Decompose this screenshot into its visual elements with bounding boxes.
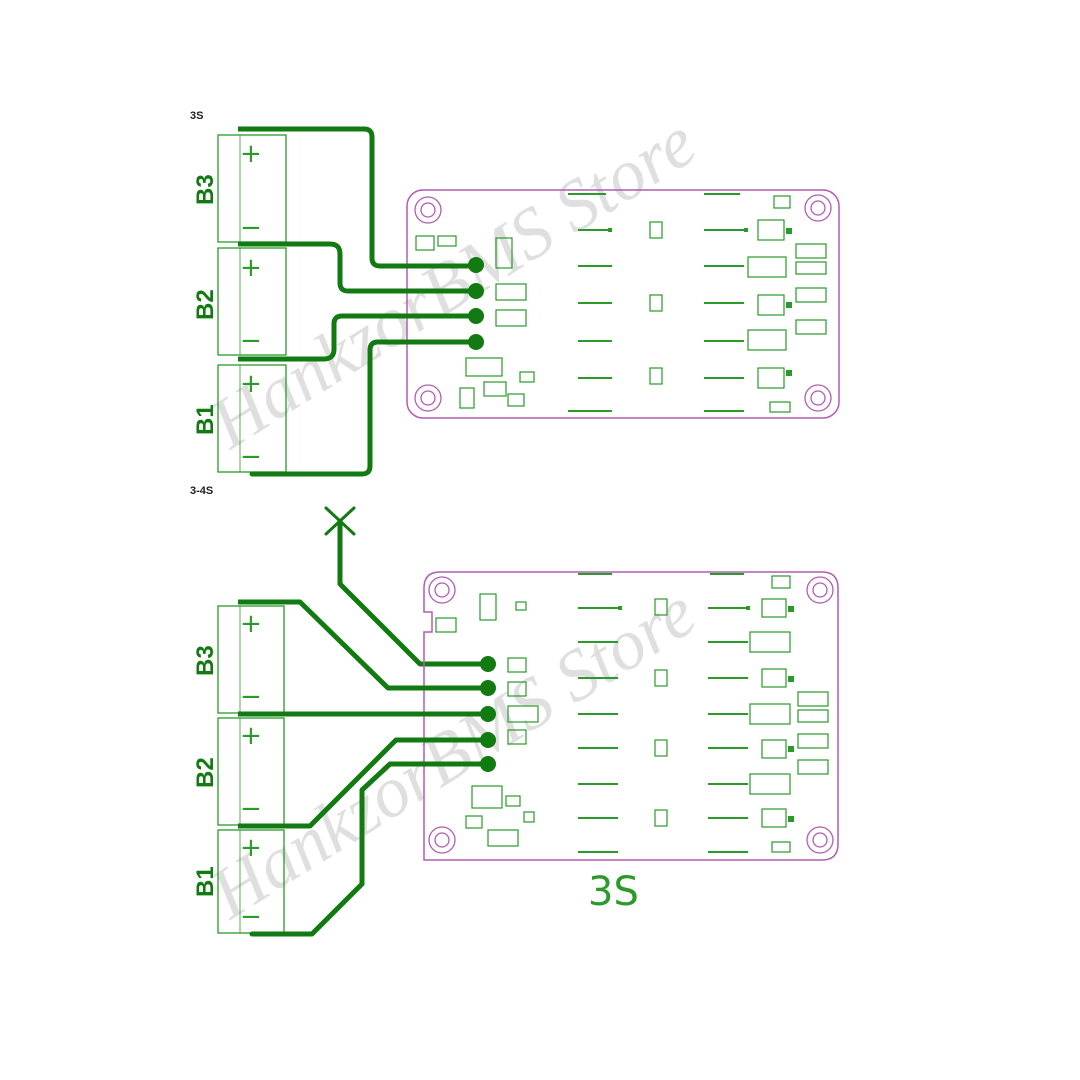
top-trace-b3-positive xyxy=(243,126,479,269)
watermark-text-top: HankzorBMS Store xyxy=(195,101,709,464)
top-cell-b1-label: B1 xyxy=(192,404,219,435)
top-cell-b3-minus: − xyxy=(240,213,262,243)
top-trace-b1-positive xyxy=(243,313,479,362)
bottom-pad-b4 xyxy=(480,656,496,672)
bottom-pcb-outline xyxy=(423,571,839,861)
top-cell-b2-minus: − xyxy=(240,326,262,356)
bottom-mount-hole-tl xyxy=(428,576,456,604)
top-pad-b0 xyxy=(468,334,484,350)
bottom-pad-b2 xyxy=(480,706,496,722)
bottom-cell-b3-minus: − xyxy=(240,682,262,712)
bottom-cell-b3-label: B3 xyxy=(192,645,219,676)
bottom-pcb-board: 3S xyxy=(423,571,839,915)
bottom-cell-b1-minus: − xyxy=(240,902,262,932)
top-section-label: 3S xyxy=(190,110,203,122)
bottom-cell-b2-minus: − xyxy=(240,794,262,824)
top-cell-b2-box xyxy=(217,247,287,356)
top-section: 3S + − + − + − B3 B2 B1 xyxy=(190,110,840,477)
unused-wire-mark: X xyxy=(0,0,1,1)
top-cell-b2-plus: + xyxy=(240,253,262,283)
top-pad-b3 xyxy=(468,257,484,273)
bottom-wiring-traces xyxy=(243,599,491,937)
bottom-solder-pads xyxy=(480,656,496,772)
bottom-cell-b2-plus: + xyxy=(240,721,262,751)
unused-wire xyxy=(324,506,491,667)
top-mount-hole-bl xyxy=(414,384,442,412)
bottom-silkscreen xyxy=(578,573,748,853)
top-mount-hole-br xyxy=(804,384,832,412)
top-solder-pads xyxy=(468,257,484,350)
bottom-section: 3-4S X + − + − + − B3 B2 B1 xyxy=(0,0,839,937)
top-trace-b2-positive xyxy=(243,241,479,294)
bottom-section-label: 3-4S xyxy=(190,485,213,497)
top-wiring-traces xyxy=(243,126,479,477)
bottom-trace-b1-negative xyxy=(249,761,491,937)
top-cell-b2-label: B2 xyxy=(192,289,219,320)
bottom-board-caption: 3S xyxy=(588,869,639,915)
top-mount-hole-tr xyxy=(804,194,832,222)
top-cell-b3-label: B3 xyxy=(192,174,219,205)
top-cell-b1-plus: + xyxy=(240,369,262,399)
bottom-cell-b1-label: B1 xyxy=(192,866,219,897)
top-pcb-board xyxy=(406,189,840,419)
watermark-group: HankzorBMS Store HankzorBMS Store xyxy=(195,101,709,934)
bottom-trace-b1-positive xyxy=(243,737,491,829)
bottom-mount-hole-tr xyxy=(806,576,834,604)
top-silkscreen xyxy=(568,193,744,412)
top-cell-b3-plus: + xyxy=(240,139,262,169)
bottom-trace-b3-positive xyxy=(243,599,491,691)
bottom-cell-b1-plus: + xyxy=(240,833,262,863)
bottom-cell-b3-plus: + xyxy=(240,609,262,639)
bottom-mount-hole-br xyxy=(806,826,834,854)
bottom-cell-b2-label: B2 xyxy=(192,757,219,788)
top-cell-b1-minus: − xyxy=(240,442,262,472)
bottom-mount-hole-bl xyxy=(428,826,456,854)
top-trace-b1-negative xyxy=(249,339,479,477)
bottom-pad-b3 xyxy=(480,680,496,696)
top-pcb-outline xyxy=(406,189,840,419)
bottom-pad-b0 xyxy=(480,756,496,772)
top-pad-b1 xyxy=(468,308,484,324)
top-mount-hole-tl xyxy=(414,196,442,224)
bottom-pad-b1 xyxy=(480,732,496,748)
top-pad-b2 xyxy=(468,283,484,299)
